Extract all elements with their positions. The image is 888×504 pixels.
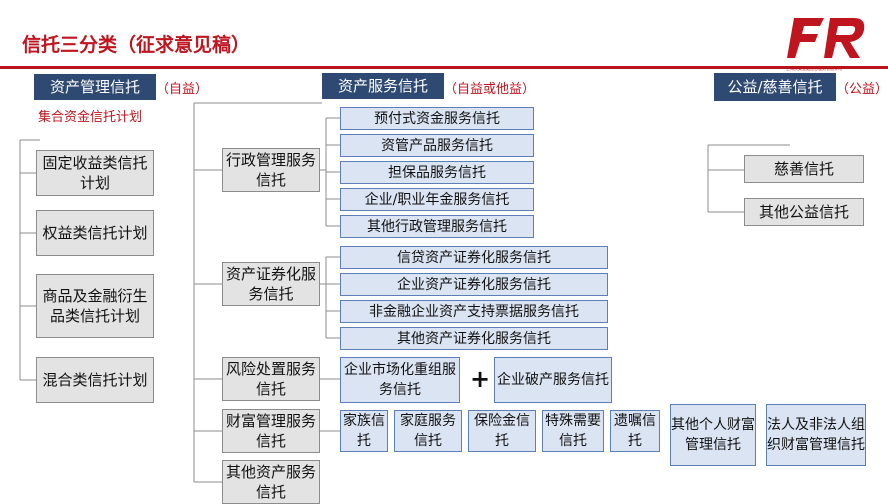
sec-item-other: 其他资产证券化服务信托 [340,327,608,350]
sec-item-enterprise-assets: 企业资产证券化服务信托 [340,273,608,296]
wealth-item-other-personal: 其他个人财富管理信托 [670,404,756,466]
asset-service-note: （自益或他益） [444,82,536,97]
wealth-item-household: 家庭服务信托 [394,410,462,452]
admin-item-other: 其他行政管理服务信托 [340,215,534,238]
sec-item-abn: 非金融企业资产支持票据服务信托 [340,300,608,323]
charity-item-charitable: 慈善信托 [744,155,864,183]
page-title: 信托三分类（征求意见稿） [22,34,251,56]
risk-item-bankruptcy: 企业破产服务信托 [494,357,612,403]
wealth-item-legal-entity: 法人及非法人组织财富管理信托 [766,404,866,466]
asset-management-sub-note: 集合资金信托计划 [38,110,143,125]
as-group-wealth: 财富管理服务信托 [222,409,320,453]
category-asset-service: 资产服务信托 [322,73,444,99]
as-group-other: 其他资产服务信托 [222,460,320,504]
am-item-fixed-income: 固定收益类信托计划 [36,150,154,196]
sec-item-credit-assets: 信贷资产证券化服务信托 [340,246,608,269]
as-group-admin: 行政管理服务信托 [222,148,320,192]
charity-item-other-public: 其他公益信托 [744,198,864,226]
title-divider [0,66,888,69]
category-charity: 公益/慈善信托 [714,73,836,101]
am-item-equity: 权益类信托计划 [36,210,154,256]
wealth-item-insurance: 保险金信托 [468,410,536,452]
am-item-mixed: 混合类信托计划 [36,357,154,403]
am-item-commodity-derivatives: 商品及金融衍生品类信托计划 [36,274,154,338]
admin-item-asset-mgmt-product: 资管产品服务信托 [340,134,534,157]
risk-item-restructuring: 企业市场化重组服务信托 [340,357,460,403]
as-group-securitization: 资产证券化服务信托 [222,262,320,306]
charity-note: （公益） [836,82,888,97]
asset-management-note: （自益） [156,82,209,97]
wealth-item-special-needs: 特殊需要信托 [542,410,604,452]
logo-fr [787,18,865,58]
plus-sign: + [470,365,491,393]
admin-item-annuity: 企业/职业年金服务信托 [340,188,534,211]
admin-item-prepaid: 预付式资金服务信托 [340,107,534,130]
wealth-item-family: 家族信托 [340,410,388,452]
wealth-item-testamentary: 遗嘱信托 [610,410,660,452]
as-group-risk: 风险处置服务信托 [222,357,320,401]
admin-item-collateral: 担保品服务信托 [340,161,534,184]
category-asset-management: 资产管理信托 [34,74,156,100]
